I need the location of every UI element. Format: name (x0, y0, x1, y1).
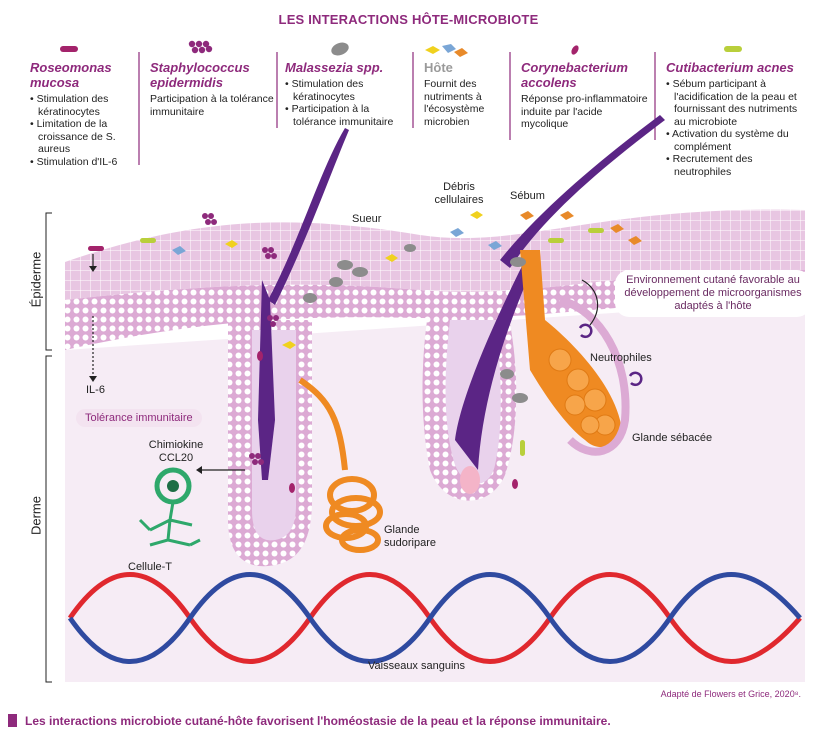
caption-marker (8, 714, 17, 727)
vessel-blue (67, 572, 802, 664)
label-neutrophiles: Neutrophiles (590, 352, 652, 364)
species-name: Roseomonas mucosa (30, 60, 112, 90)
host-nutrient-icon (425, 44, 468, 57)
sebaceous-outline (558, 296, 630, 456)
surface-microbes (88, 211, 643, 493)
label-glande-sudoripare: Glande sudoripare (384, 524, 436, 549)
species-roseomonas: Roseomonas mucosa Stimulation des kérati… (30, 60, 135, 168)
arrows (92, 254, 599, 471)
species-corynebacterium: Corynebacterium accolens Réponse pro-inf… (521, 60, 651, 131)
label-il6: IL-6 (86, 384, 105, 396)
blood-vessels (67, 572, 802, 664)
environment-box: Environnement cutané favorable au dévelo… (615, 270, 811, 317)
follicle-left-inner (252, 330, 296, 541)
species-name: Corynebacterium accolens (521, 60, 628, 90)
caption-text: Les interactions microbiote cutané-hôte … (25, 714, 611, 728)
species-effect: Réponse pro-inflammatoire induite par l'… (521, 93, 648, 130)
species-effects: Stimulation des kératinocytes Participat… (285, 78, 410, 128)
diagram-title: LES INTERACTIONS HÔTE-MICROBIOTE (278, 12, 539, 27)
tolerance-pill: Tolérance immunitaire (76, 409, 202, 427)
label-derme: Derme (28, 496, 44, 536)
label-glande-sebacee: Glande sébacée (632, 432, 713, 444)
effect-item: Activation du système du complément (666, 128, 811, 153)
neutrophil-icons (578, 323, 643, 387)
label-vaisseaux: Vaisseaux sanguins (368, 660, 466, 672)
species-name: Malassezia spp. (285, 60, 384, 75)
corynebacterium-icon (571, 45, 579, 55)
species-effect: Fournit des nutriments à l'écosystème mi… (424, 78, 485, 128)
species-effect: Participation à la tolérance immunitaire (150, 93, 274, 118)
header-dividers (138, 52, 656, 165)
species-staphylococcus: Staphylococcus epidermidis Participation… (150, 60, 275, 118)
roseomonas-icon (60, 46, 78, 52)
hair-left (268, 128, 349, 305)
dermal-papilla (460, 466, 480, 494)
sweat-gland-coil (323, 476, 383, 553)
sebaceous-lobes (548, 348, 616, 436)
species-cutibacterium: Cutibacterium acnes Sébum participant à … (666, 60, 811, 178)
hair-right (500, 115, 665, 268)
species-host: Hôte Fournit des nutriments à l'écosystè… (424, 60, 509, 128)
species-name: Hôte (424, 60, 453, 75)
effect-item: Stimulation d'IL-6 (30, 156, 135, 169)
malassezia-icon (331, 42, 349, 56)
header-species-icons (60, 40, 742, 57)
effect-item: Recrutement des neutrophiles (666, 153, 811, 178)
species-malassezia: Malassezia spp. Stimulation des kératino… (285, 60, 410, 128)
effect-item: Stimulation des kératinocytes (285, 78, 410, 103)
species-effects: Sébum participant à l'acidification de l… (666, 78, 811, 178)
figure-caption: Les interactions microbiote cutané-hôte … (8, 714, 611, 728)
label-chimiokine: Chimiokine CCL20 (148, 439, 204, 464)
label-epiderme: Épiderme (28, 251, 44, 308)
staph-icon (188, 40, 213, 54)
species-name: Staphylococcus epidermidis (150, 60, 250, 90)
hair-shaft-left (258, 280, 275, 480)
source-credit: Adapté de Flowers et Grice, 2020⁸. (660, 689, 801, 699)
label-cellule-t: Cellule-T (128, 561, 173, 573)
species-name: Cutibacterium acnes (666, 60, 794, 75)
sweat-duct (298, 377, 348, 471)
effect-item: Stimulation des kératinocytes (30, 93, 135, 118)
cutibacterium-icon (724, 46, 742, 52)
hair-shaft-right (455, 260, 535, 470)
label-sebum: Sébum (510, 190, 545, 202)
label-debris: Débris cellulaires (434, 181, 484, 206)
layer-brackets (45, 212, 52, 683)
label-sueur: Sueur (352, 213, 382, 225)
effect-item: Sébum participant à l'acidification de l… (666, 78, 811, 128)
effect-item: Participation à la tolérance immunitaire (285, 103, 410, 128)
t-cell (138, 467, 201, 547)
effect-item: Limitation de la croissance de S. aureus (30, 118, 135, 156)
species-effects: Stimulation des kératinocytes Limitation… (30, 93, 135, 168)
arrow-neutrophil (581, 279, 599, 326)
